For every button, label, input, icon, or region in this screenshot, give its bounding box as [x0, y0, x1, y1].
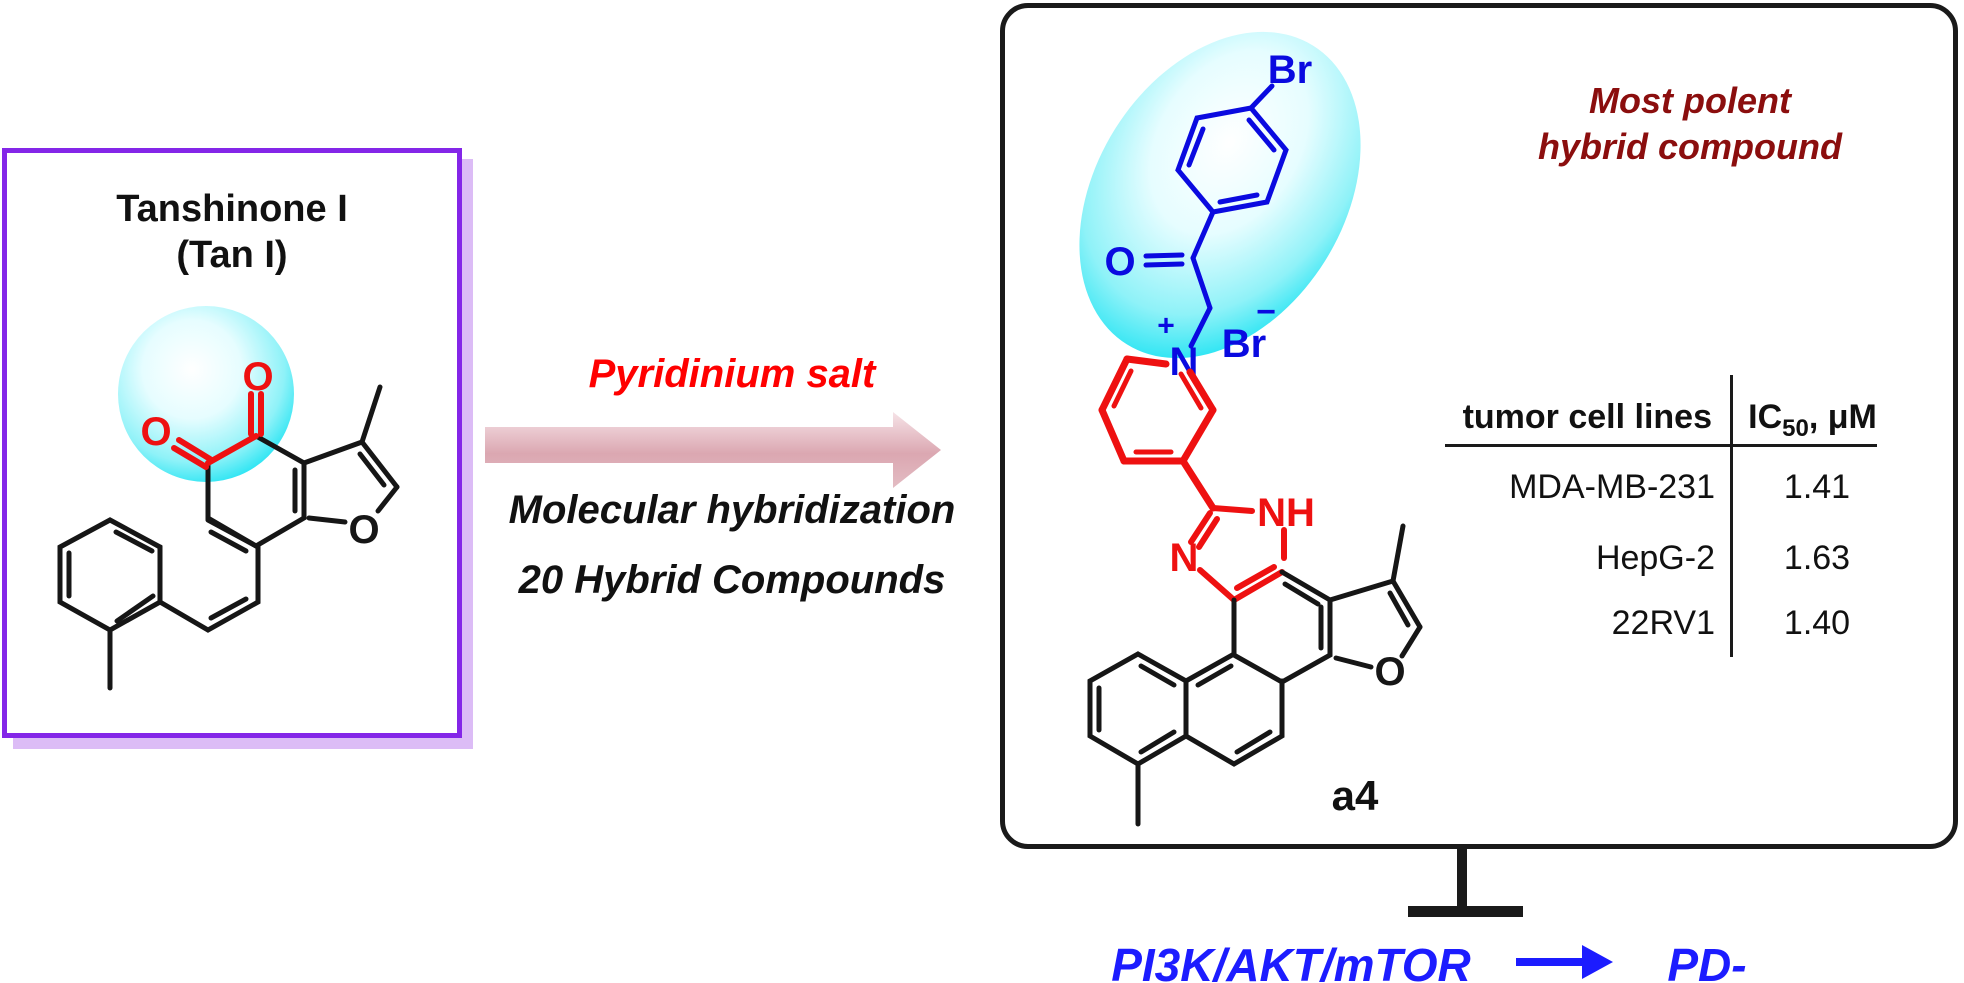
- highlight-ellipse: [1079, 31, 1361, 359]
- atom-label-o-left: O: [140, 410, 171, 454]
- pathway-arrow-icon: [1516, 945, 1613, 979]
- ic50-unit: , μM: [1808, 398, 1877, 436]
- left-title-line1: Tanshinone I: [116, 188, 348, 230]
- inhibition-bar-icon: [1408, 906, 1523, 917]
- hybrid-blue-bonds: [1143, 83, 1289, 349]
- pathway-source: PI3K/AKT/mTOR: [1111, 939, 1471, 983]
- atom-label-o-carbonyl: O: [1104, 240, 1135, 284]
- caption-20-hybrid-compounds: 20 Hybrid Compounds: [518, 558, 946, 602]
- charge-minus: −: [1256, 293, 1276, 331]
- atom-label-n-imidazole: N: [1170, 536, 1199, 580]
- table-header-ic50: IC50, μM: [1745, 395, 1880, 442]
- reaction-arrow: [485, 412, 941, 488]
- right-heading-line2: hybrid compound: [1538, 126, 1842, 167]
- hybrid-black-bonds: [1087, 523, 1423, 827]
- ic50-base: IC: [1748, 398, 1783, 436]
- table-row-value: 1.40: [1783, 604, 1851, 642]
- ic50-sub: 50: [1782, 414, 1809, 442]
- hybrid-pyridinium-bonds: [1098, 355, 1217, 512]
- caption-molecular-hybridization: Molecular hybridization: [508, 488, 956, 532]
- tan1-quinone-bonds: [171, 391, 264, 470]
- atom-label-br-ion: Br: [1222, 322, 1266, 366]
- left-title-line2: (Tan I): [176, 234, 288, 276]
- table-header-cell-lines: tumor cell lines: [1462, 398, 1712, 436]
- inhibition-stem: [1457, 847, 1467, 909]
- charge-plus: +: [1157, 310, 1175, 343]
- hybrid-imidazole-bonds: [1188, 505, 1287, 603]
- tan1-black-bonds: [57, 384, 400, 691]
- pathway-target: PD-L1: [1667, 939, 1747, 983]
- table-row-value: 1.63: [1783, 539, 1851, 577]
- table-row-value: 1.41: [1783, 468, 1851, 506]
- atom-label-o-furan: O: [348, 508, 379, 552]
- table-row-cell-line: MDA-MB-231: [1509, 468, 1715, 506]
- atom-label-br-top: Br: [1268, 48, 1312, 92]
- tan1-structure: O O O: [57, 355, 400, 691]
- atom-label-o-top: O: [242, 355, 273, 399]
- hybrid-structure: Br O N + Br −: [1087, 48, 1423, 827]
- table-row-cell-line: 22RV1: [1611, 604, 1715, 642]
- right-panel-heading: Most polent hybrid compound: [1520, 78, 1860, 170]
- table-row-cell-line: HepG-2: [1595, 539, 1715, 577]
- reaction-label: Pyridinium salt: [588, 352, 876, 396]
- compound-label: a4: [1331, 772, 1379, 819]
- atom-label-o-furan-hybrid: O: [1374, 650, 1405, 694]
- right-heading-line1: Most polent: [1589, 80, 1791, 121]
- table-header-divider: [1445, 444, 1877, 447]
- atom-label-nh: NH: [1257, 491, 1315, 535]
- left-panel-title: Tanshinone I (Tan I): [2, 186, 462, 278]
- table-column-divider: [1730, 375, 1733, 657]
